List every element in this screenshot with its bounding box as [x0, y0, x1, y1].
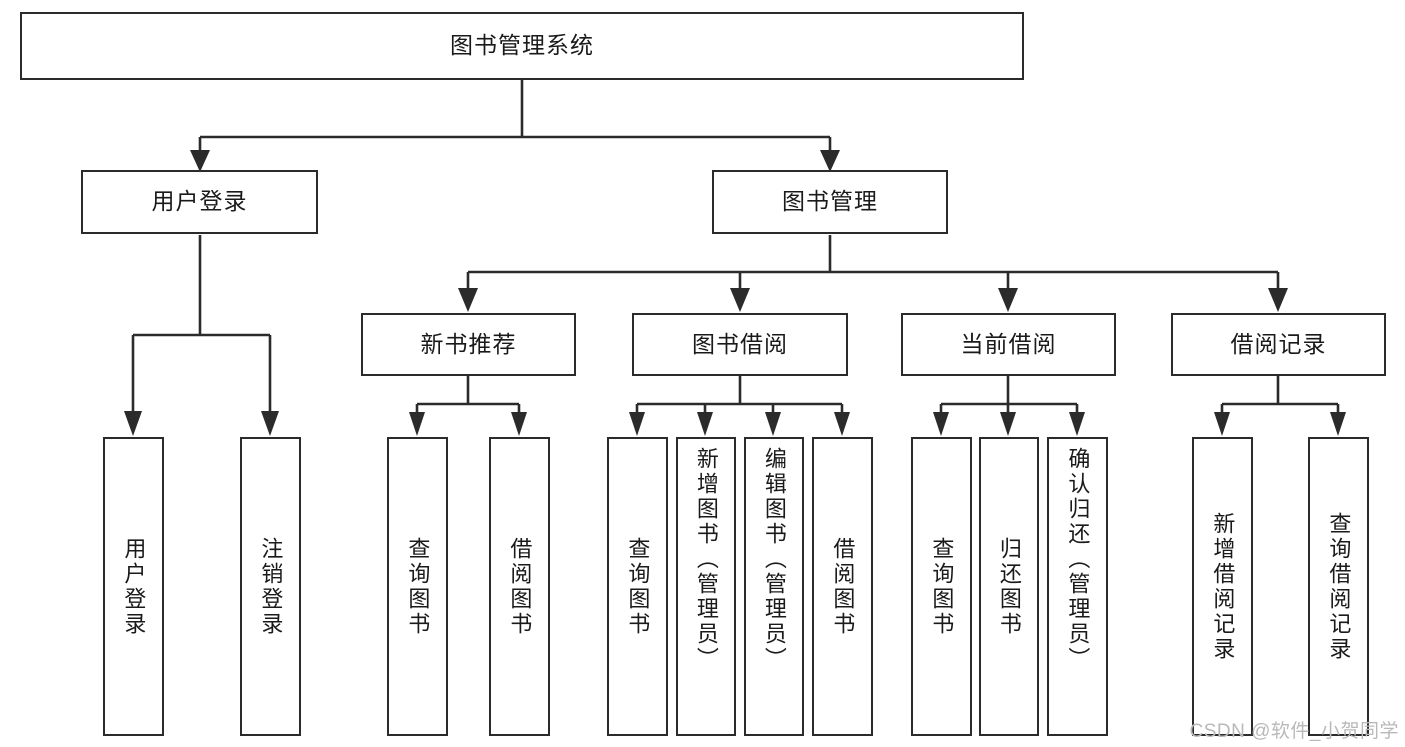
arrowhead-query-book-borrow	[629, 412, 645, 436]
node-book-manage-label: 图书管理	[782, 188, 878, 215]
arrowhead-add-book	[697, 412, 713, 436]
node-book-borrow[interactable]: 图书借阅	[632, 313, 848, 376]
node-leaf-return-book[interactable]: 归还图书	[979, 437, 1039, 736]
node-leaf-edit-book[interactable]: 编辑图书（管理员）	[744, 437, 804, 736]
node-book-manage[interactable]: 图书管理	[712, 170, 948, 234]
arrowhead-query-record	[1330, 412, 1346, 436]
node-leaf-query-record-label: 查询借阅记录	[1326, 511, 1352, 662]
node-borrow-record-label: 借阅记录	[1230, 330, 1327, 357]
arrowhead-book-manage	[820, 150, 840, 172]
arrowhead-query-book-rec	[409, 412, 425, 436]
node-current-borrow-label: 当前借阅	[960, 330, 1057, 357]
node-borrow-record[interactable]: 借阅记录	[1171, 313, 1386, 376]
node-leaf-query-record[interactable]: 查询借阅记录	[1308, 437, 1369, 736]
arrowhead-current-borrow	[998, 288, 1018, 312]
node-leaf-query-book-borrow[interactable]: 查询图书	[607, 437, 668, 736]
arrowhead-borrow-book-rec	[511, 412, 527, 436]
node-leaf-borrow-book-label: 借阅图书	[830, 536, 856, 637]
node-new-book-rec[interactable]: 新书推荐	[361, 313, 576, 376]
node-user-login[interactable]: 用户登录	[81, 170, 318, 234]
arrowhead-add-record	[1214, 412, 1230, 436]
node-leaf-borrow-book-rec[interactable]: 借阅图书	[489, 437, 550, 736]
arrowhead-new-book-rec	[458, 288, 478, 312]
node-leaf-query-book-rec[interactable]: 查询图书	[387, 437, 448, 736]
node-book-borrow-label: 图书借阅	[692, 330, 788, 357]
node-leaf-query-book-current-label: 查询图书	[929, 536, 955, 637]
arrowhead-return-book	[1000, 412, 1016, 436]
arrowhead-user-login	[190, 150, 210, 172]
arrowhead-book-borrow	[730, 288, 750, 312]
node-leaf-confirm-return-label: 确认归还（管理员）	[1065, 447, 1091, 672]
node-leaf-logout-label: 注销登录	[258, 536, 284, 637]
arrowhead-edit-book	[765, 412, 781, 436]
node-leaf-logout[interactable]: 注销登录	[240, 437, 301, 736]
node-current-borrow[interactable]: 当前借阅	[901, 313, 1116, 376]
node-new-book-rec-label: 新书推荐	[420, 330, 517, 357]
node-leaf-user-login-label: 用户登录	[121, 536, 147, 637]
arrowhead-leaf-user-login	[124, 411, 142, 436]
node-leaf-query-book-current[interactable]: 查询图书	[911, 437, 972, 736]
node-leaf-add-record-label: 新增借阅记录	[1210, 511, 1236, 662]
node-leaf-query-book-borrow-label: 查询图书	[625, 536, 651, 637]
watermark: CSDN @软件_小贺同学	[1189, 721, 1399, 742]
node-leaf-return-book-label: 归还图书	[996, 536, 1022, 637]
arrowhead-confirm-return	[1069, 412, 1085, 436]
node-leaf-add-record[interactable]: 新增借阅记录	[1192, 437, 1253, 736]
node-leaf-query-book-rec-label: 查询图书	[405, 536, 431, 637]
node-root[interactable]: 图书管理系统	[20, 12, 1024, 80]
node-root-label: 图书管理系统	[450, 32, 594, 59]
node-leaf-edit-book-label: 编辑图书（管理员）	[761, 447, 787, 672]
arrowhead-borrow-record	[1268, 288, 1288, 312]
node-leaf-confirm-return[interactable]: 确认归还（管理员）	[1047, 437, 1108, 736]
node-leaf-borrow-book[interactable]: 借阅图书	[812, 437, 873, 736]
arrowhead-query-book-current	[933, 412, 949, 436]
node-leaf-borrow-book-rec-label: 借阅图书	[507, 536, 533, 637]
node-leaf-add-book-label: 新增图书（管理员）	[693, 447, 719, 672]
node-leaf-add-book[interactable]: 新增图书（管理员）	[676, 437, 736, 736]
node-leaf-user-login[interactable]: 用户登录	[103, 437, 164, 736]
node-user-login-label: 用户登录	[151, 188, 248, 215]
arrowhead-leaf-logout	[261, 411, 279, 436]
arrowhead-borrow-book	[834, 412, 850, 436]
